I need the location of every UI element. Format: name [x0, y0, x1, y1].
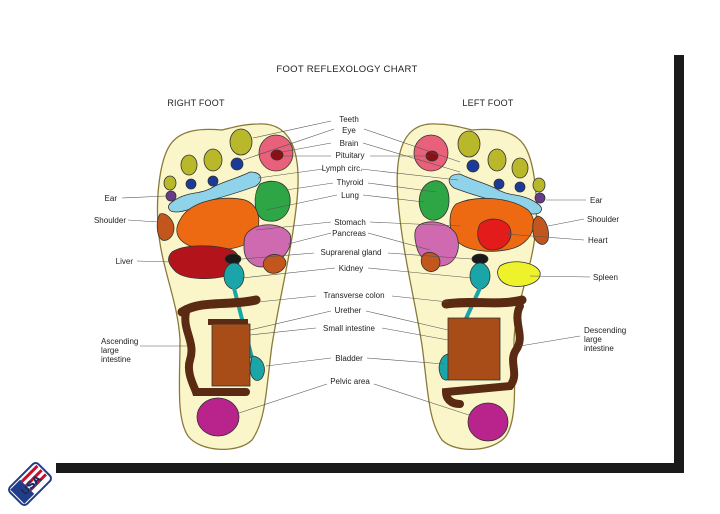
right-bladder [249, 355, 265, 381]
right-eye-dot-2 [207, 175, 219, 187]
label-ascending-1: Ascending [101, 337, 138, 346]
label-teeth: Teeth [339, 115, 359, 124]
right-small-intestine [211, 323, 251, 387]
right-suprarenal [262, 254, 287, 274]
label-descending-2: large [584, 335, 602, 344]
usa-flag-badge: USA [8, 462, 52, 506]
label-left-spleen: Spleen [593, 273, 618, 282]
right-toe-teeth-4 [163, 175, 177, 191]
label-bladder: Bladder [335, 354, 363, 363]
right-pelvic [196, 397, 240, 437]
label-brain: Brain [340, 139, 359, 148]
right-side-labels: Ear Shoulder Liver Ascending large intes… [94, 194, 138, 364]
right-lung [254, 180, 291, 222]
left-eye-dot-1 [466, 159, 480, 173]
right-shoulder [156, 213, 175, 241]
label-pituitary: Pituitary [336, 151, 365, 160]
right-eye-dot-3 [185, 178, 197, 190]
label-right-shoulder: Shoulder [94, 216, 126, 225]
right-ascending-intestine [181, 308, 250, 396]
right-foot-header: RIGHT FOOT [167, 98, 225, 108]
label-descending-3: intestine [584, 344, 614, 353]
left-descending-intestine [441, 302, 524, 408]
right-ear-dot [165, 190, 177, 202]
left-toe-teeth-2 [487, 148, 507, 172]
right-pituitary-dot [270, 149, 284, 161]
label-transverse-colon: Transverse colon [323, 291, 384, 300]
chart-title: FOOT REFLEXOLOGY CHART [276, 64, 417, 75]
left-eye-dot-3 [514, 181, 526, 193]
label-suprarenal: Suprarenal gland [321, 248, 382, 257]
label-kidney: Kidney [339, 264, 363, 273]
right-toe-teeth-3 [180, 154, 198, 176]
label-lung: Lung [341, 191, 359, 200]
left-spleen [497, 261, 541, 287]
left-suprarenal-dot [471, 253, 489, 265]
label-right-ear: Ear [105, 194, 118, 203]
left-side-labels: Ear Shoulder Heart Spleen Descending lar… [584, 196, 626, 353]
label-left-shoulder: Shoulder [587, 215, 619, 224]
label-small-intestine: Small intestine [323, 324, 376, 333]
right-toe-teeth-2 [203, 148, 223, 172]
left-suprarenal [420, 252, 441, 272]
left-heart [477, 218, 512, 251]
left-pelvic [467, 402, 509, 442]
right-eye-dot-1 [230, 157, 244, 171]
left-toe-teeth-3 [511, 157, 529, 179]
right-toe-teeth-1 [229, 128, 253, 156]
left-toe-teeth-4 [532, 177, 546, 193]
label-pancreas: Pancreas [332, 229, 366, 238]
right-lymph-band [168, 171, 262, 213]
left-kidney [469, 262, 491, 290]
left-toe-teeth-1 [457, 130, 481, 158]
right-foot [156, 123, 299, 451]
center-labels: Teeth Eye Brain Pituitary Lymph circ. Th… [321, 115, 385, 386]
left-foot [396, 123, 549, 451]
label-thyroid: Thyroid [337, 178, 364, 187]
label-ascending-2: large [101, 346, 119, 355]
label-urether: Urether [335, 306, 362, 315]
label-descending-1: Descending [584, 326, 626, 335]
label-pelvic: Pelvic area [330, 377, 370, 386]
left-lymph-band [448, 173, 542, 215]
right-suprarenal-dot [224, 253, 242, 265]
label-left-heart: Heart [588, 236, 608, 245]
label-right-liver: Liver [116, 257, 134, 266]
left-foot-header: LEFT FOOT [462, 98, 513, 108]
leader-lines [121, 120, 591, 417]
left-lung [418, 180, 450, 221]
label-lymph: Lymph circ. [322, 164, 363, 173]
label-left-ear: Ear [590, 196, 603, 205]
left-ear-dot [534, 192, 546, 204]
left-eye-dot-2 [493, 178, 505, 190]
left-shoulder [532, 215, 549, 245]
label-stomach: Stomach [334, 218, 366, 227]
left-small-intestine [447, 317, 501, 381]
left-transverse-colon [441, 295, 527, 309]
label-ascending-3: intestine [101, 355, 131, 364]
right-kidney [223, 262, 245, 290]
label-eye: Eye [342, 126, 356, 135]
card [46, 45, 684, 473]
